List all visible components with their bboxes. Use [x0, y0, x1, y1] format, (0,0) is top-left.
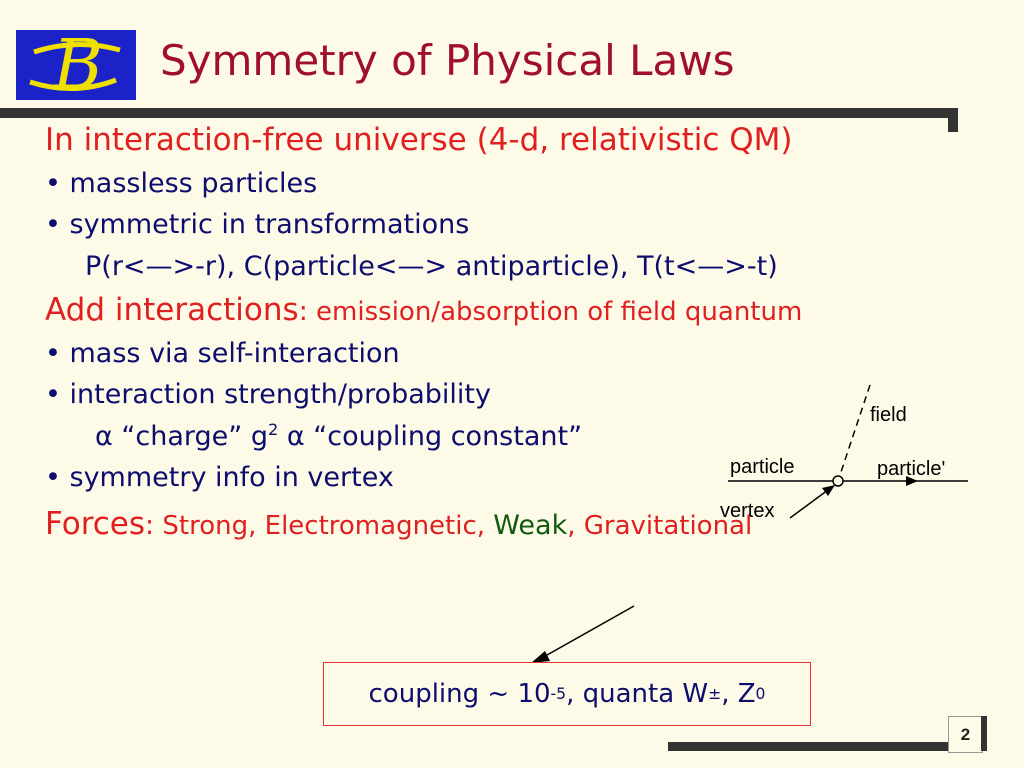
callout-sep: , Z [721, 679, 756, 709]
experiment-logo: B [16, 30, 136, 100]
forces-list: Strong, Electromagnetic, [154, 511, 494, 541]
vertex-point [832, 475, 844, 487]
forces-sep: : [145, 510, 155, 541]
vertex-pointer-arrowhead [822, 485, 835, 496]
forces-line: Forces: Strong, Electromagnetic, Weak, G… [45, 506, 752, 542]
bullet-massless: • massless particles [45, 168, 318, 199]
title-underline-corner [948, 108, 958, 132]
alpha-symbol: α [95, 421, 113, 452]
label-field: field [870, 404, 907, 426]
title-underline [0, 108, 948, 118]
force-weak: Weak [493, 510, 568, 541]
field-line [837, 384, 871, 482]
heading-add-interactions: Add interactions: emission/absorption of… [45, 292, 802, 328]
bullet-mass: • mass via self-interaction [45, 338, 400, 369]
label-particle-out: particle' [877, 458, 946, 480]
bullet-symmetric: • symmetric in transformations [45, 209, 470, 240]
page-number-corner [981, 716, 987, 751]
vertex-pointer [789, 486, 833, 519]
charge-text: “charge” g [112, 421, 268, 452]
forces-main: Forces [45, 506, 146, 542]
page-number: 2 [948, 716, 983, 753]
callout-mid: , quanta W [566, 679, 709, 709]
force-gravitational: , Gravitational [567, 511, 753, 541]
charge-exponent: 2 [267, 420, 279, 439]
slide-title: Symmetry of Physical Laws [160, 36, 735, 85]
coupling-proportionality-line: α “charge” g2 α “coupling constant” [95, 421, 582, 452]
bullet-strength: • interaction strength/probability [45, 379, 491, 410]
alpha-symbol-2: α [278, 421, 314, 452]
footer-rule [668, 742, 948, 751]
callout-pointer [539, 605, 635, 660]
heading-add-interactions-rest: emission/absorption of field quantum [307, 297, 803, 327]
callout-prefix: coupling ~ 10 [368, 679, 551, 709]
heading-add-interactions-main: Add interactions [45, 292, 299, 328]
bullet-vertex: • symmetry info in vertex [45, 462, 394, 493]
heading-add-interactions-sep: : [298, 296, 308, 327]
label-particle-in: particle [730, 456, 795, 478]
transformations-line: P(r<—>-r), C(particle<—> antiparticle), … [85, 251, 778, 282]
coupling-constant-text: “coupling constant” [313, 421, 583, 452]
label-vertex: vertex [720, 500, 775, 522]
heading-interaction-free: In interaction-free universe (4-d, relat… [45, 122, 793, 158]
